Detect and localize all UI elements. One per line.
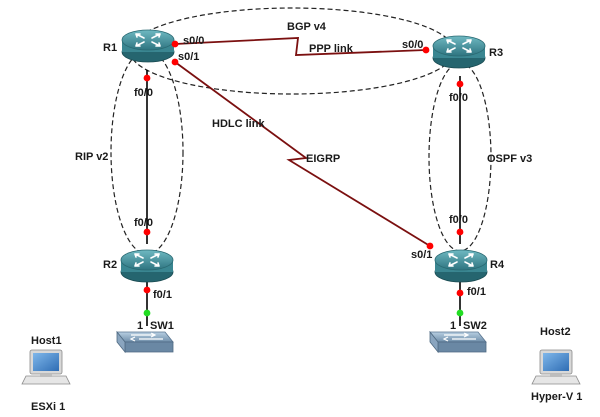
- host1-os-label: ESXi 1: [31, 401, 65, 413]
- r2-f00-label: f0/0: [134, 217, 153, 229]
- r1-s01-label: s0/1: [178, 51, 199, 63]
- r2-f01-status-dot: [143, 286, 151, 294]
- r2-f01-label: f0/1: [153, 289, 172, 301]
- router-r3[interactable]: [432, 35, 486, 69]
- router-r1[interactable]: [121, 29, 175, 63]
- r4-f00-label: f0/0: [449, 214, 468, 226]
- router-r4-label: R4: [490, 259, 505, 271]
- router-r2[interactable]: [120, 249, 174, 283]
- host2-name-label: Host2: [540, 326, 571, 338]
- sw2-port-label: 1: [450, 320, 456, 332]
- link-hdlc-label: HDLC link: [212, 118, 265, 130]
- sw2-port1-status-dot: [456, 309, 464, 317]
- r1-f00-label: f0/0: [134, 87, 153, 99]
- router-r4[interactable]: [434, 249, 488, 283]
- protocol-rip-label: RIP v2: [75, 151, 108, 163]
- switch-sw1[interactable]: [116, 331, 174, 353]
- r4-s01-label: s0/1: [411, 249, 432, 261]
- sw1-port1-status-dot: [143, 309, 151, 317]
- link-ppp-label: PPP link: [309, 43, 354, 55]
- r3-f00-label: f0/0: [449, 92, 468, 104]
- switch-sw2[interactable]: [429, 331, 487, 353]
- r3-f00-status-dot: [456, 80, 464, 88]
- switch-sw1-label: SW1: [150, 320, 174, 332]
- sw1-port-label: 1: [137, 320, 143, 332]
- router-r2-label: R2: [103, 259, 117, 271]
- r2-f00-status-dot: [143, 228, 151, 236]
- r4-f01-label: f0/1: [467, 286, 486, 298]
- switch-sw2-label: SW2: [463, 320, 487, 332]
- protocol-bgp-label: BGP v4: [287, 21, 327, 33]
- protocol-ospf-label: OSPF v3: [487, 153, 532, 165]
- r1-s01-status-dot: [171, 58, 179, 66]
- r4-f01-status-dot: [456, 289, 464, 297]
- r1-s00-label: s0/0: [183, 35, 204, 47]
- r4-s01-status-dot: [426, 242, 434, 250]
- router-r1-label: R1: [103, 42, 117, 54]
- r3-s00-status-dot: [422, 46, 430, 54]
- host-host1[interactable]: [21, 349, 71, 385]
- r1-s00-status-dot: [171, 40, 179, 48]
- ppp-link[interactable]: [174, 37, 427, 56]
- host-host2[interactable]: [531, 349, 581, 385]
- hdlc-link[interactable]: [174, 61, 431, 247]
- host2-os-label: Hyper-V 1: [531, 391, 582, 403]
- host1-name-label: Host1: [31, 335, 62, 347]
- r3-s00-label: s0/0: [402, 39, 423, 51]
- protocol-eigrp-label: EIGRP: [306, 153, 340, 165]
- interface-status-dots: [143, 40, 464, 317]
- r1-f00-status-dot: [143, 74, 151, 82]
- r4-f00-status-dot: [456, 228, 464, 236]
- router-r3-label: R3: [489, 47, 503, 59]
